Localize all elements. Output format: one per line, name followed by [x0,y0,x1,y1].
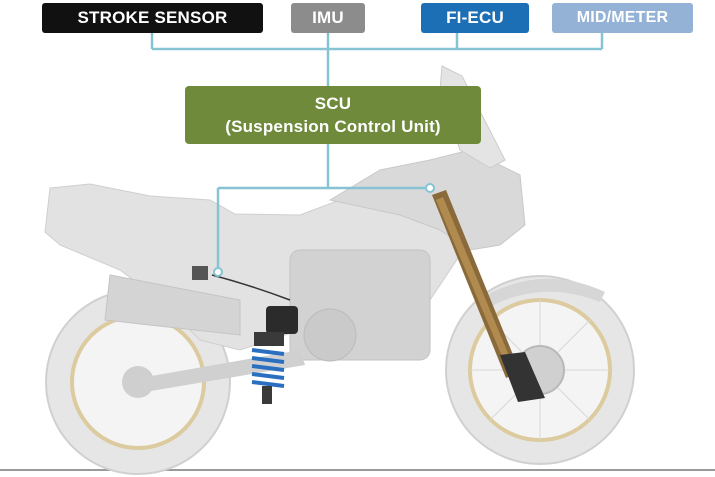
shock-connection-point [213,267,223,277]
stroke-sensor-unit [192,266,208,280]
connector-lines [150,33,604,272]
scu-label: SCU (Suspension Control Unit) [185,86,481,144]
scu-subtitle: (Suspension Control Unit) [225,117,441,136]
sensor-wire [211,274,291,301]
mid-meter-label: MID/METER [552,3,693,33]
rear-shock-absorber [251,306,298,404]
exhaust [104,274,241,336]
fi-ecu-label: FI-ECU [421,3,529,33]
front-fork [432,190,545,402]
scu-title: SCU [314,94,352,113]
stroke-sensor-label: STROKE SENSOR [42,3,263,33]
fuel-tank [328,149,526,251]
front-fender [478,278,605,310]
imu-label: IMU [291,3,365,33]
fork-connection-point [425,183,435,193]
